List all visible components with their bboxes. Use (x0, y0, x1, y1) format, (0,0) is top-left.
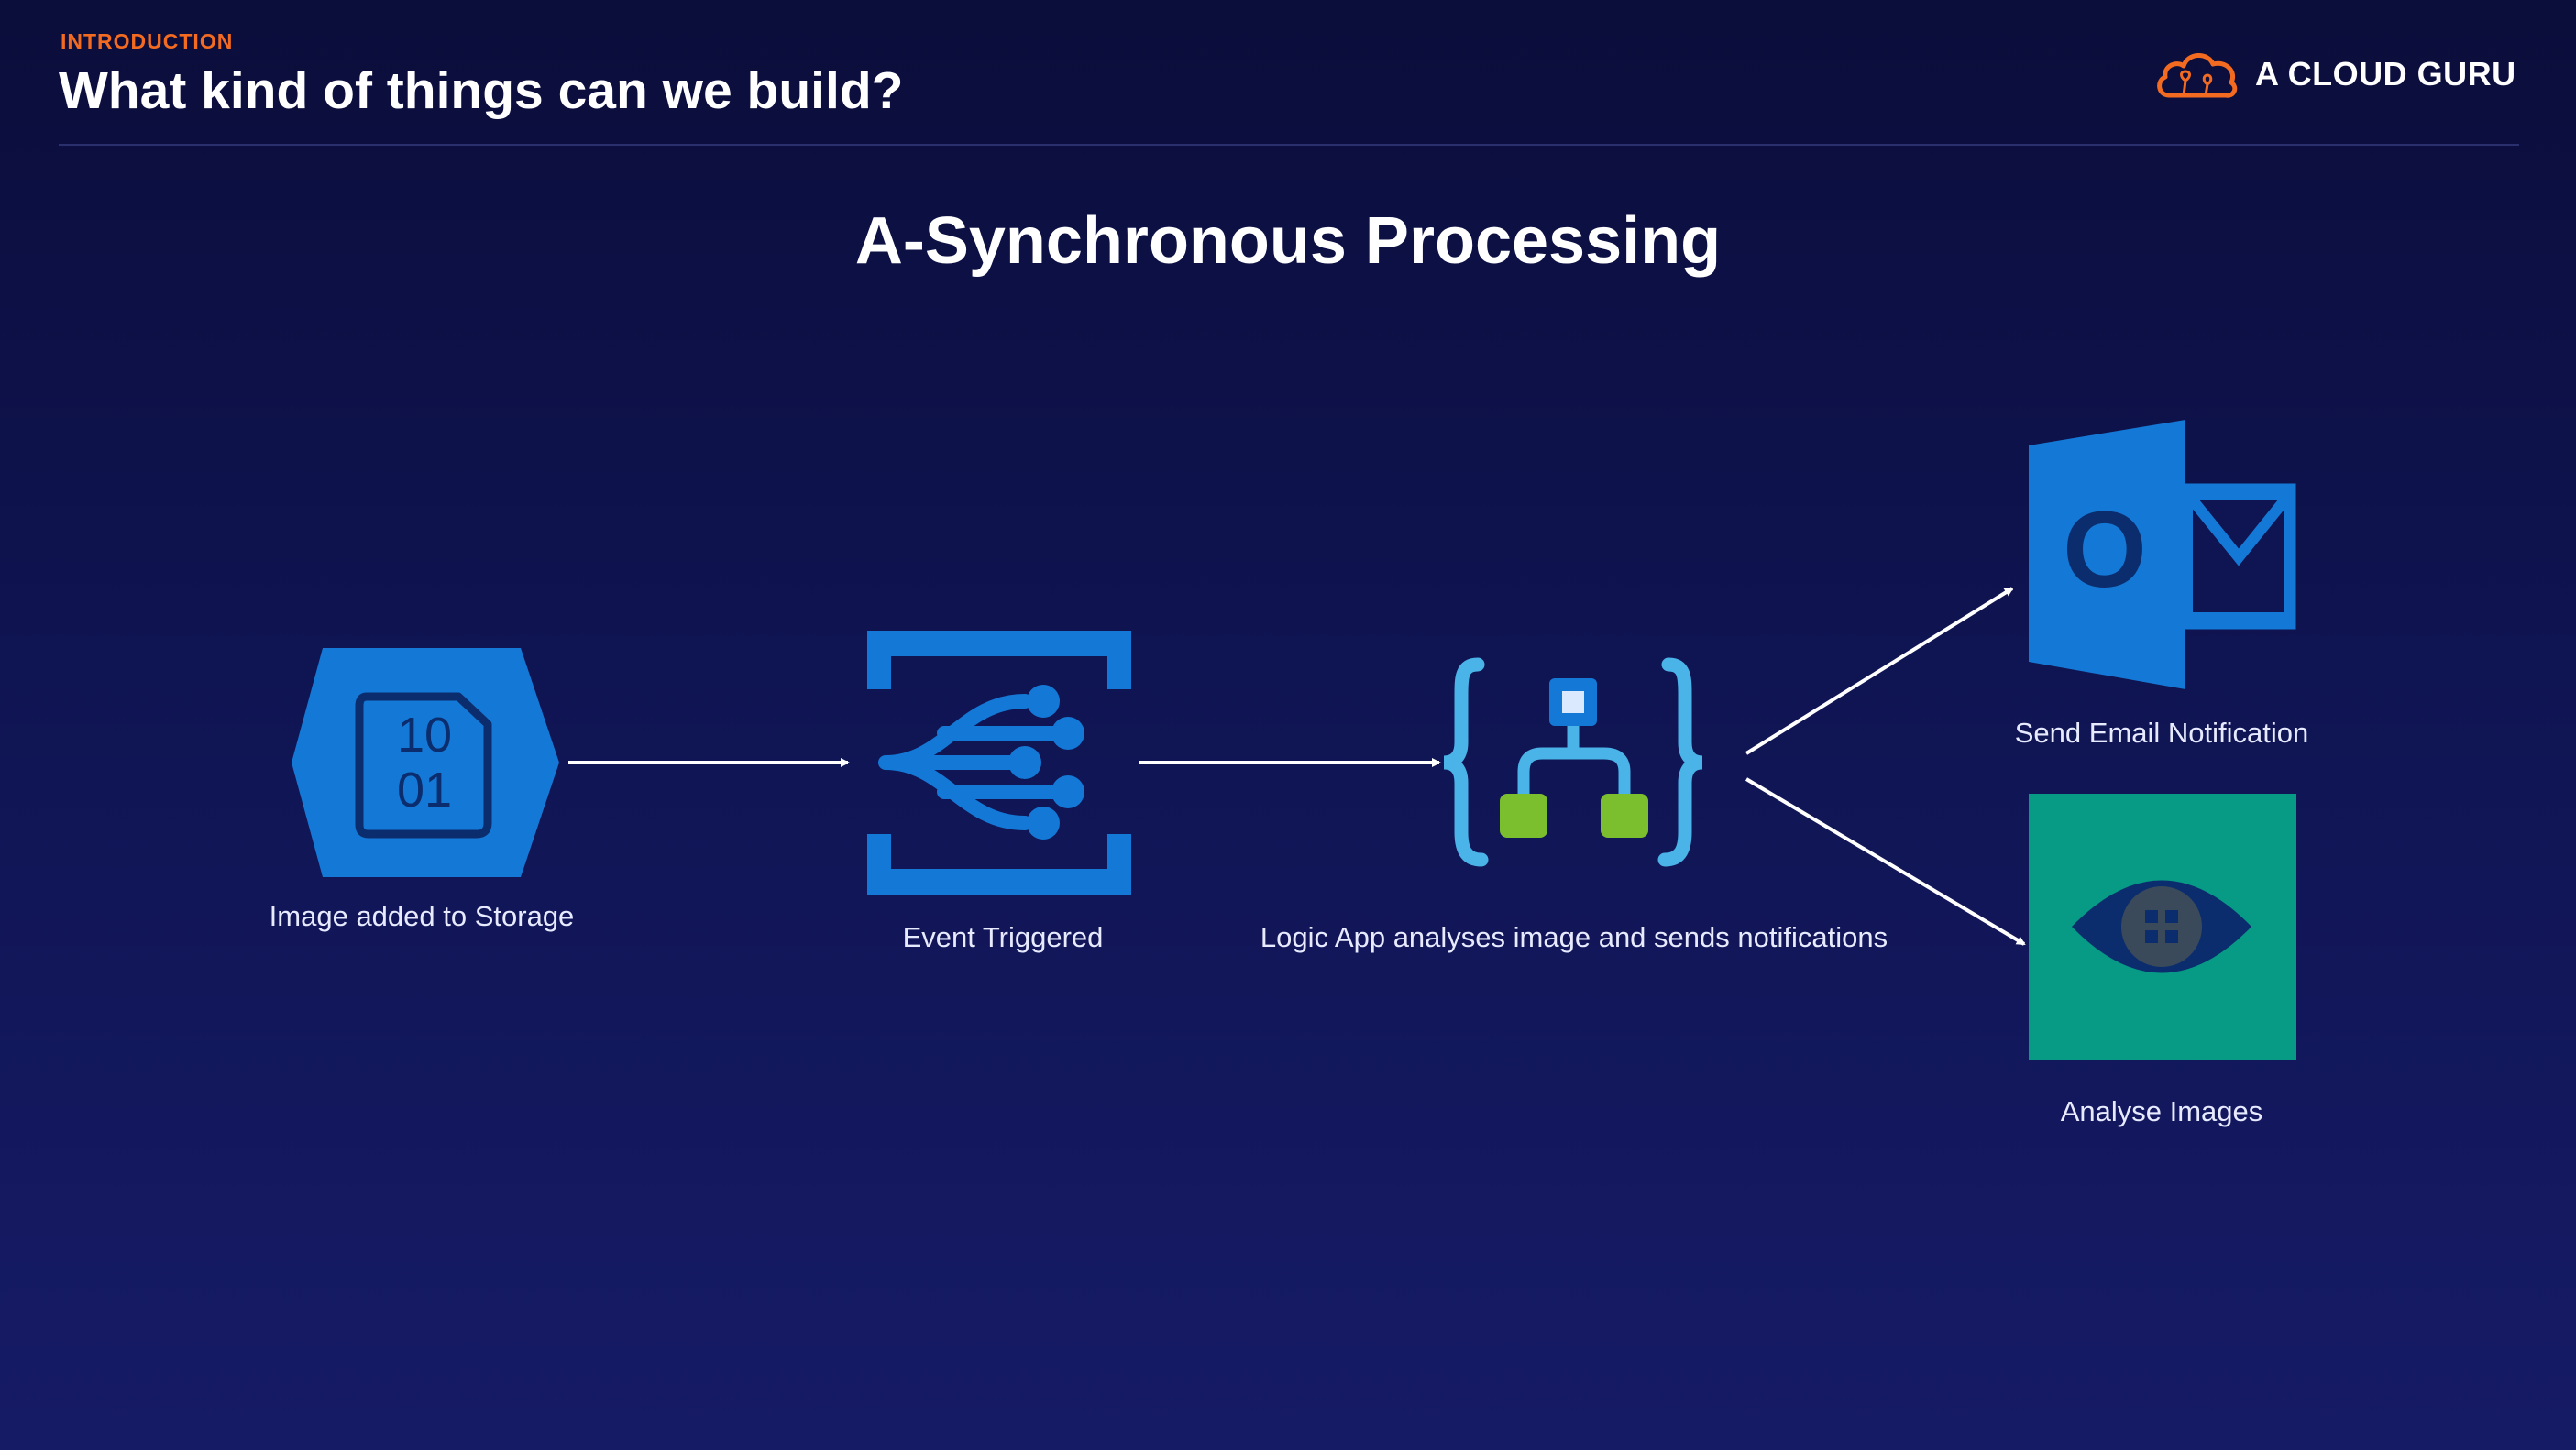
diagram-title: A-Synchronous Processing (854, 204, 1722, 278)
node-label-storage: Image added to Storage (269, 900, 575, 932)
header-divider (59, 144, 2519, 146)
storage-glyph-top: 10 (397, 708, 452, 763)
section-label: INTRODUCTION (61, 29, 234, 53)
brand-name: A CLOUD GURU (2255, 55, 2516, 93)
storage-glyph-bottom: 01 (397, 763, 452, 818)
node-label-logic: Logic App analyses image and sends notif… (1260, 921, 1888, 953)
node-label-event: Event Triggered (902, 921, 1104, 953)
logic-app-icon (1443, 657, 1703, 867)
event-grid-icon (867, 631, 1131, 895)
computer-vision-icon (2029, 794, 2296, 1060)
slide-title: What kind of things can we build? (59, 61, 904, 120)
cloud-logo-icon (2157, 53, 2238, 98)
brand-logo: A CLOUD GURU (2152, 44, 2519, 104)
outlook-icon: O (2029, 420, 2296, 689)
storage-blob-icon: 10 01 (292, 648, 559, 877)
node-label-vision: Analyse Images (2060, 1095, 2263, 1127)
outlook-glyph: O (2063, 489, 2147, 610)
edge-logic-vision (1745, 777, 2026, 946)
edge-logic-email (1745, 587, 2014, 755)
node-label-email: Send Email Notification (2014, 717, 2309, 749)
